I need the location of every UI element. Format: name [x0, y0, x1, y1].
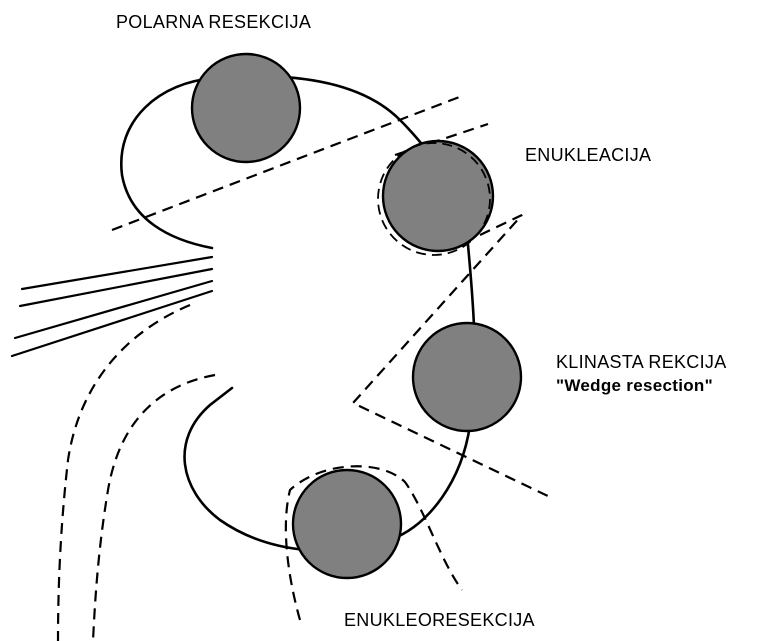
label-wedge-resection-english: "Wedge resection": [556, 376, 713, 396]
label-polar-resection: POLARNA RESEKCIJA: [116, 12, 311, 33]
label-wedge-resection: KLINASTA REKCIJA: [556, 352, 727, 373]
dashed-ureter-lines: [58, 305, 215, 641]
ureter-dashed-left: [58, 305, 190, 641]
tumor-enucleoresection: [293, 470, 401, 578]
tumor-wedge: [413, 323, 521, 431]
label-enucleation: ENUKLEACIJA: [525, 145, 651, 166]
vessel-line: [22, 257, 212, 289]
hilum-vessels: [12, 257, 212, 356]
ureter-dashed-right: [93, 375, 215, 641]
label-enucleoresection: ENUKLEORESEKCIJA: [344, 610, 535, 631]
tumor-polar: [192, 54, 300, 162]
